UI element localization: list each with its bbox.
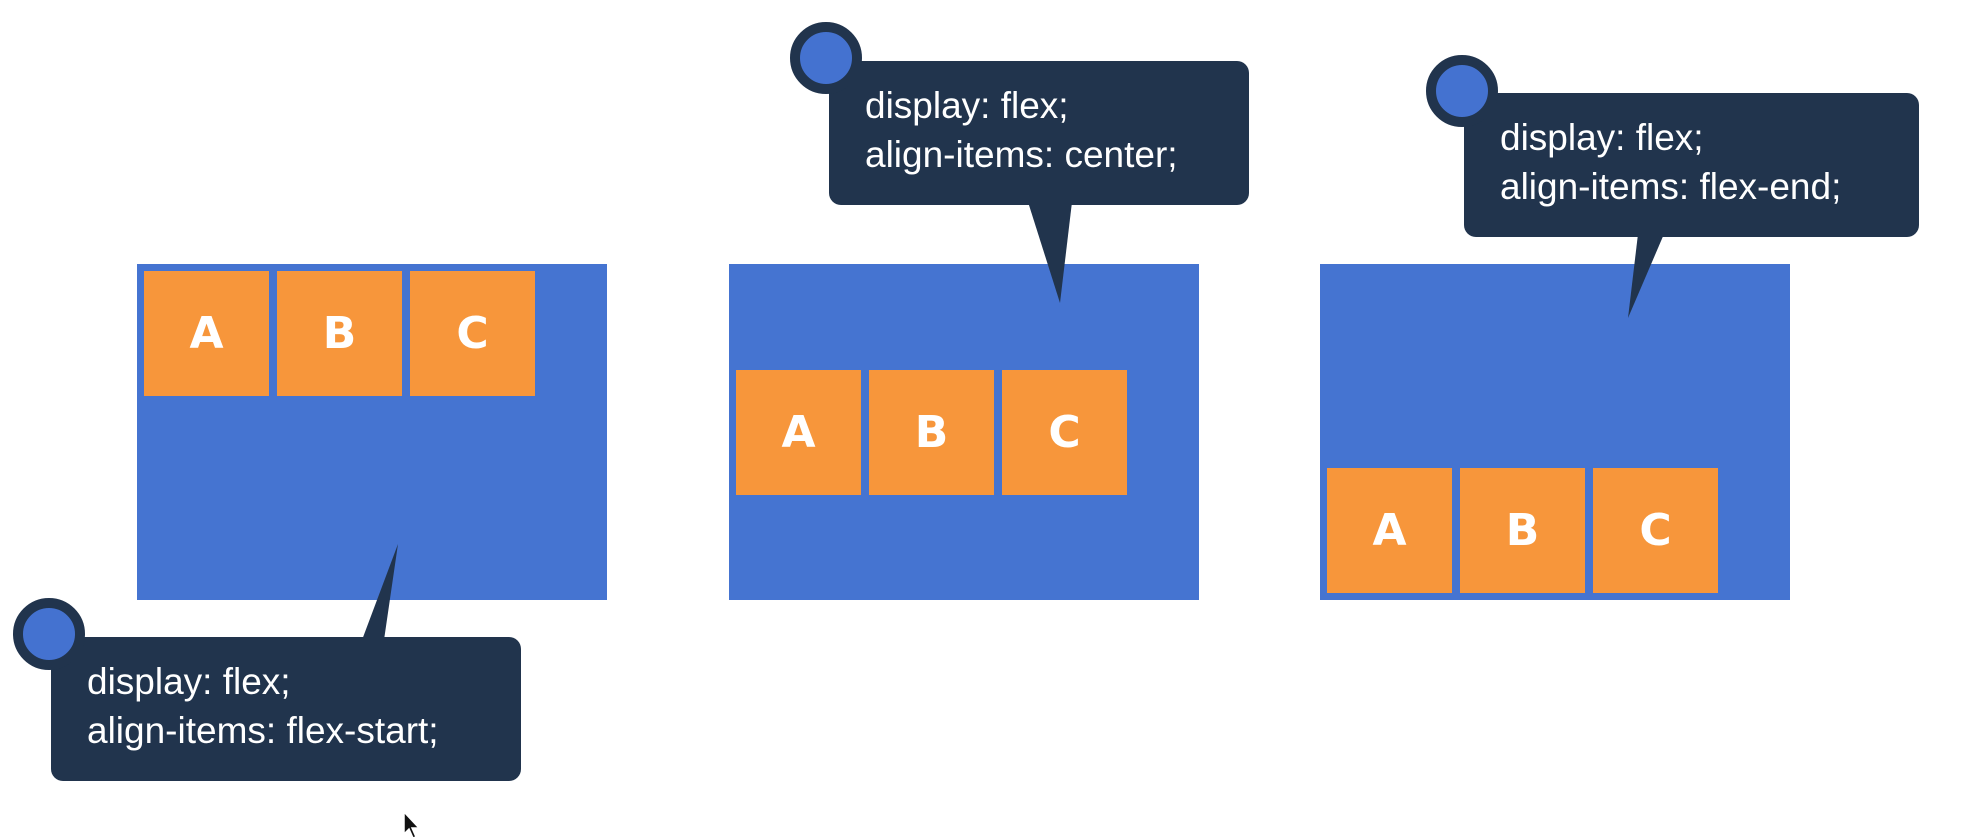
flex-item-b: B — [1460, 468, 1585, 593]
callout-dot — [790, 22, 862, 94]
callout-pointer-3 — [1628, 234, 1664, 318]
flex-item-b: B — [277, 271, 402, 396]
callout-dot — [13, 598, 85, 670]
callout-line-display: display: flex; — [1500, 117, 1704, 158]
callout-line-align-items: align-items: flex-start; — [87, 710, 439, 751]
callout-line-align-items: align-items: flex-end; — [1500, 166, 1842, 207]
flex-container-flex-end: A B C — [1320, 264, 1790, 600]
callout-line-align-items: align-items: center; — [865, 134, 1178, 175]
flex-item-b: B — [869, 369, 994, 495]
callout-dot — [1426, 55, 1498, 127]
callout-pointer-2 — [1028, 202, 1072, 303]
callout-pointer-1 — [362, 544, 398, 640]
callout-line-display: display: flex; — [87, 661, 291, 702]
mouse-cursor-icon — [403, 810, 421, 839]
flex-item-a: A — [736, 369, 861, 495]
flex-item-c: C — [1593, 468, 1718, 593]
callout-center: display: flex; align-items: center; — [829, 61, 1249, 205]
flex-item-a: A — [1327, 468, 1452, 593]
flex-container-flex-start: A B C — [137, 264, 607, 600]
flex-item-c: C — [410, 271, 535, 396]
flex-item-c: C — [1002, 369, 1127, 495]
flex-item-a: A — [144, 271, 269, 396]
flex-container-center: A B C — [729, 264, 1199, 600]
callout-flex-end: display: flex; align-items: flex-end; — [1464, 93, 1919, 237]
callout-flex-start: display: flex; align-items: flex-start; — [51, 637, 521, 781]
callout-line-display: display: flex; — [865, 85, 1069, 126]
